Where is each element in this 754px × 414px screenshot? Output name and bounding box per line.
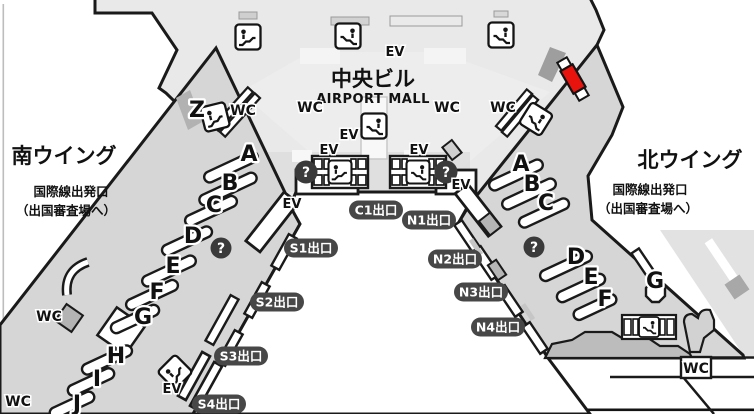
- gate-label-south-h: H: [107, 344, 125, 369]
- gate-label-south-z: Z: [189, 98, 205, 123]
- escalator-icon: [327, 159, 353, 185]
- elevator-label: EV: [340, 128, 359, 143]
- northwing-outer-block: [724, 274, 750, 300]
- northwing-outer-area: [660, 230, 754, 356]
- info-icon: ?: [302, 165, 310, 181]
- mall-block: [424, 48, 466, 64]
- gate-label-south-f: F: [149, 280, 164, 305]
- roof-tab: [389, 15, 463, 27]
- escalator-icon: [405, 159, 431, 185]
- wc-label: WC: [36, 309, 62, 325]
- exit-pill-c1: C1出口: [355, 203, 398, 218]
- escalator-icon: [638, 316, 660, 338]
- gate-label-south-c: C: [206, 193, 222, 218]
- gate-label-south-i: I: [93, 367, 101, 392]
- z-gate-structure: [176, 90, 202, 130]
- elevator-label: EV: [283, 197, 302, 212]
- south-departure-note-line1: 国際線出発口: [33, 184, 108, 199]
- info-icon: ?: [442, 165, 450, 181]
- escalator-icon: [334, 22, 362, 50]
- roof-tab: [238, 11, 258, 20]
- south-wc-partition: [211, 85, 262, 139]
- gate-label-north-b: B: [524, 172, 541, 197]
- exit-pill-s1: S1出口: [290, 241, 333, 256]
- south-gate-counters: [48, 150, 259, 414]
- northwing-outer-stripe: [704, 238, 744, 290]
- mall-block: [300, 48, 340, 64]
- gate-label-north-f: F: [597, 287, 612, 312]
- info-icon: ?: [217, 241, 225, 257]
- escalator-icon: [360, 112, 388, 140]
- roof-tab: [493, 10, 509, 18]
- gate-label-south-g: G: [134, 305, 152, 330]
- exit-pill-n2: N2出口: [433, 252, 477, 267]
- south-departure-note-line2: （出国審査場へ）: [16, 203, 116, 218]
- gate-label-south-d: D: [184, 224, 202, 249]
- gate-label-south-a: A: [240, 142, 257, 167]
- south-wing-title: 南ウイング: [12, 144, 117, 168]
- exit-pills: S1出口 S2出口 S3出口 S4出口 C1出口 N1出口 N2出口 N3出口 …: [192, 200, 525, 414]
- info-icon: ?: [530, 240, 538, 256]
- curved-ramp: [64, 259, 89, 296]
- elevator-label: EV: [163, 382, 182, 397]
- gate-label-north-g: G: [646, 269, 664, 294]
- gate-label-north-c: C: [538, 191, 554, 216]
- central-building-title: 中央ビル: [331, 67, 415, 91]
- gate-label-south-j: J: [71, 392, 81, 414]
- exit-pill-s4: S4出口: [198, 397, 241, 412]
- escalator-icon: [487, 21, 515, 49]
- corridor-diagonal-line: [682, 376, 715, 414]
- gate-label-north-d: D: [567, 245, 585, 270]
- elevator-label: EV: [410, 143, 429, 158]
- gate-label-south-e: E: [165, 254, 180, 279]
- wc-label: WC: [683, 361, 709, 377]
- elevator-label: EV: [320, 143, 339, 158]
- current-location-marker: [555, 55, 591, 103]
- northwing-corner-structure: [682, 308, 716, 354]
- gate-label-north-a: A: [512, 152, 529, 177]
- north-edge-block: [486, 258, 508, 282]
- info-icons: ? ? ? ?: [210, 160, 545, 259]
- exit-pill-n4: N4出口: [476, 320, 520, 335]
- edge-mark: [468, 238, 484, 256]
- wc-label: WC: [5, 394, 31, 410]
- wc-box: [679, 355, 713, 380]
- left-border-line: [2, 4, 5, 408]
- elevator-label: EV: [452, 178, 471, 193]
- southeast-escalator-bank: [620, 313, 678, 341]
- wc-label: WC: [490, 100, 516, 116]
- north-wing-title: 北ウイング: [638, 148, 743, 172]
- edge-mark: [520, 303, 536, 321]
- concourse-area: [240, 52, 550, 170]
- elevator-label: EV: [386, 45, 405, 60]
- north-departure-note-line1: 国際線出発口: [612, 182, 687, 197]
- marker-backdrop: [538, 47, 566, 82]
- wc-block: [53, 302, 85, 334]
- north-gate-counters: [488, 158, 618, 322]
- exit-pill-s3: S3出口: [220, 349, 263, 364]
- wc-label: WC: [434, 100, 460, 116]
- gate-label-south-b: B: [222, 171, 239, 196]
- north-gate-g-counter: [644, 279, 667, 304]
- exit-pill-n1: N1出口: [407, 213, 451, 228]
- south-inner-counter: [203, 293, 241, 347]
- escalator-icon: [234, 23, 262, 51]
- exit-pill-n3: N3出口: [459, 285, 503, 300]
- exit-pill-s2: S2出口: [256, 295, 299, 310]
- wc-label: WC: [230, 103, 256, 119]
- wc-label: WC: [297, 100, 323, 116]
- south-escalator-bank: [310, 154, 370, 190]
- elevator-shaft: [292, 150, 312, 162]
- airport-mall-label: AIRPORT MALL: [316, 92, 430, 107]
- gate-label-north-e: E: [583, 265, 598, 290]
- north-departure-note-line2: （出国審査場へ）: [598, 201, 698, 216]
